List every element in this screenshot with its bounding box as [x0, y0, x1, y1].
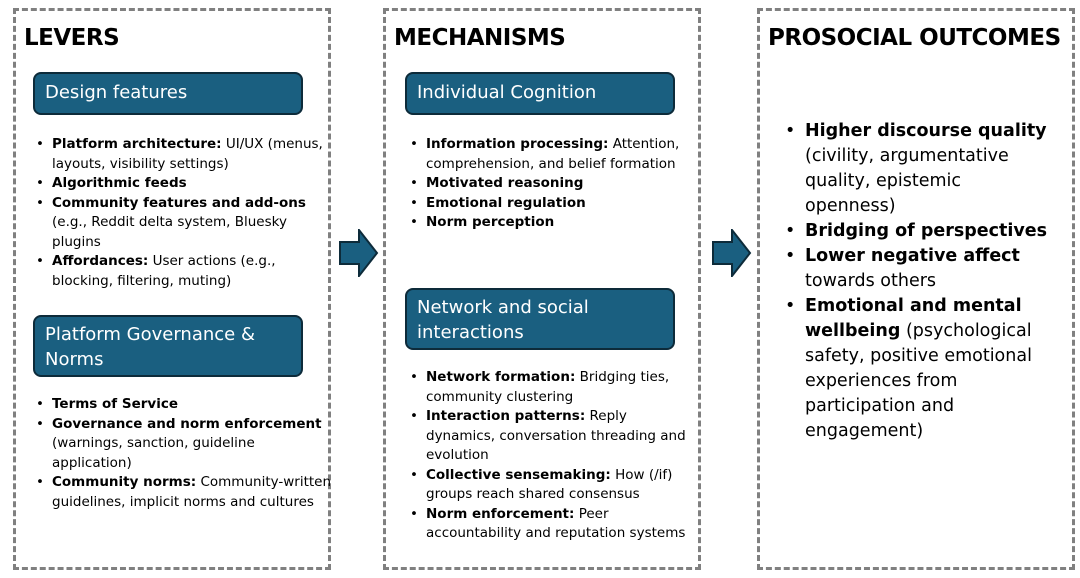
- list-item: Information processing: Attention, compr…: [410, 135, 691, 174]
- list-item: Lower negative affect towards others: [785, 244, 1055, 294]
- item-text: towards others: [805, 271, 937, 291]
- item-heading: Affordances:: [52, 253, 149, 269]
- bullet-list: Terms of ServiceGovernance and norm enfo…: [34, 395, 332, 512]
- item-text: (civility, argumentative quality, episte…: [805, 146, 1009, 216]
- item-text: Community-written guidelines, implicit n…: [52, 474, 332, 510]
- item-text: Attention, comprehension, and belief for…: [426, 136, 680, 172]
- list-item: Bridging of perspectives: [785, 219, 1055, 244]
- list-item: Emotional and mental wellbeing (psycholo…: [785, 294, 1055, 444]
- item-text: UI/UX (menus, layouts, visibility settin…: [52, 136, 323, 172]
- item-heading: Norm perception: [426, 214, 555, 230]
- item-heading: Emotional regulation: [426, 194, 586, 211]
- list-item: Community features and add-ons (e.g., Re…: [36, 194, 327, 253]
- item-text: Bridging ties, community clustering: [426, 369, 670, 405]
- list-item: Emotional regulation: [410, 194, 691, 214]
- list-item: Affordances: User actions (e.g., blockin…: [36, 252, 327, 291]
- item-heading: Higher discourse quality: [805, 121, 1047, 141]
- right-arrow-icon: [339, 229, 379, 277]
- column-title: PROSOCIAL OUTCOMES: [768, 25, 1061, 51]
- item-text: Peer accountability and reputation syste…: [426, 505, 686, 542]
- item-text: How (/if) groups reach shared consensus: [426, 466, 673, 503]
- item-text: Reply dynamics, conversation threading a…: [426, 408, 686, 463]
- item-heading: Emotional and mental wellbeing: [805, 296, 1022, 341]
- list-item: Collective sensemaking: How (/if) groups…: [410, 466, 696, 505]
- item-text: User actions (e.g., blocking, filtering,…: [52, 253, 276, 289]
- list-item: Terms of Service: [36, 395, 332, 415]
- item-heading: Governance and norm enforcement: [52, 415, 322, 432]
- group-label: Platform Governance & Norms: [33, 315, 303, 377]
- column-title: LEVERS: [24, 25, 120, 51]
- list-item: Community norms: Community-written guide…: [36, 473, 332, 512]
- outcomes-column: PROSOCIAL OUTCOMES Higher discourse qual…: [757, 8, 1075, 570]
- group-label: Individual Cognition: [405, 72, 675, 115]
- item-heading: Interaction patterns:: [426, 408, 586, 424]
- list-item: Higher discourse quality (civility, argu…: [785, 119, 1055, 219]
- list-item: Motivated reasoning: [410, 174, 691, 194]
- list-item: Interaction patterns: Reply dynamics, co…: [410, 407, 696, 466]
- item-heading: Network formation:: [426, 369, 576, 385]
- item-text: (psychological safety, positive emotiona…: [805, 321, 1032, 441]
- item-text: (warnings, sanction, guideline applicati…: [52, 435, 255, 471]
- item-heading: Lower negative affect: [805, 246, 1020, 266]
- levers-column: LEVERS Design features Platform architec…: [13, 8, 331, 570]
- item-text: (e.g., Reddit delta system, Bluesky plug…: [52, 214, 287, 250]
- item-heading: Community norms:: [52, 474, 197, 490]
- item-heading: Platform architecture:: [52, 136, 222, 152]
- bullet-list: Information processing: Attention, compr…: [408, 135, 691, 233]
- mechanisms-column: MECHANISMS Individual Cognition Informat…: [383, 8, 701, 570]
- item-heading: Terms of Service: [52, 396, 179, 412]
- bullet-list: Platform architecture: UI/UX (menus, lay…: [34, 135, 327, 291]
- item-heading: Collective sensemaking:: [426, 466, 611, 483]
- item-heading: Bridging of perspectives: [805, 221, 1048, 241]
- item-heading: Community features and add-ons: [52, 194, 306, 211]
- list-item: Norm enforcement: Peer accountability an…: [410, 505, 696, 544]
- list-item: Algorithmic feeds: [36, 174, 327, 194]
- list-item: Network formation: Bridging ties, commun…: [410, 368, 696, 407]
- bullet-list: Higher discourse quality (civility, argu…: [783, 119, 1055, 444]
- bullet-list: Network formation: Bridging ties, commun…: [408, 368, 696, 544]
- right-arrow-icon: [712, 229, 752, 277]
- item-heading: Norm enforcement:: [426, 505, 575, 522]
- list-item: Governance and norm enforcement (warning…: [36, 415, 332, 474]
- list-item: Platform architecture: UI/UX (menus, lay…: [36, 135, 327, 174]
- item-heading: Algorithmic feeds: [52, 175, 187, 191]
- item-heading: Motivated reasoning: [426, 175, 584, 191]
- group-label: Design features: [33, 72, 303, 115]
- group-label: Network and social interactions: [405, 288, 675, 350]
- column-title: MECHANISMS: [394, 25, 566, 51]
- list-item: Norm perception: [410, 213, 691, 233]
- item-heading: Information processing:: [426, 136, 609, 152]
